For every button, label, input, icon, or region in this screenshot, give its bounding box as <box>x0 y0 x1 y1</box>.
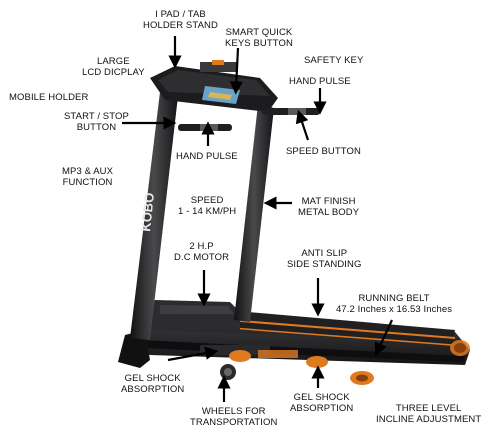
upright-posts: KOBO <box>130 92 274 340</box>
running-belt <box>225 310 455 345</box>
motor-hood <box>145 300 240 330</box>
callout-arrows <box>122 36 393 402</box>
arrow-smart-keys <box>229 47 243 95</box>
gel-shock-pad-left <box>229 350 251 362</box>
tablet-holder <box>200 62 238 72</box>
label-hand-pulse-top: HAND PULSE <box>289 76 351 87</box>
label-speed-button: SPEED BUTTON <box>286 146 361 157</box>
belt-accent-stripe <box>227 319 456 339</box>
gel-shock-pad-right <box>306 356 328 368</box>
arrow-speed-button <box>295 109 310 141</box>
label-safety-key: SAFETY KEY <box>304 55 364 66</box>
label-hand-pulse-bottom: HAND PULSE <box>176 151 238 162</box>
label-mobile-holder: MOBILE HOLDER <box>9 92 89 103</box>
arrow-running-belt <box>374 319 393 356</box>
console <box>150 60 320 131</box>
brand-logo: KOBO <box>138 192 157 232</box>
arrow-gel-shock-left <box>167 346 219 362</box>
